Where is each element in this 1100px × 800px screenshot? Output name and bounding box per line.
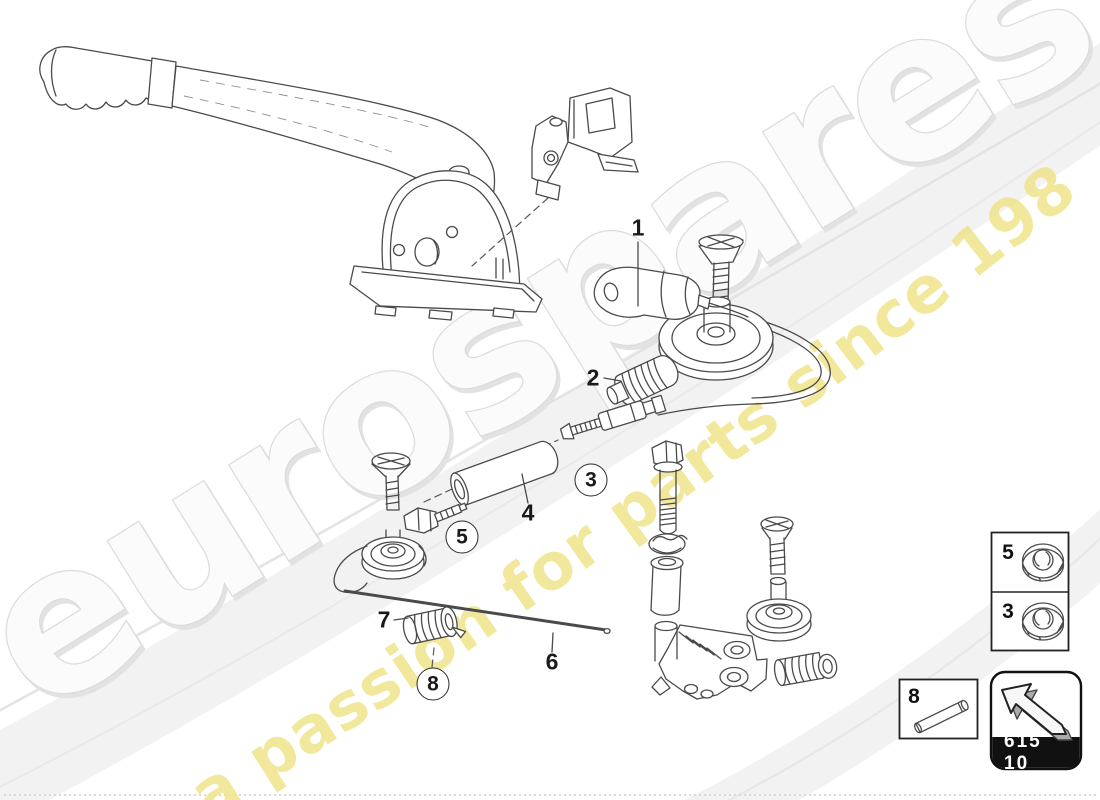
legend-nut-box[interactable] <box>990 531 1070 652</box>
legend-label-8[interactable]: 8 <box>908 685 920 708</box>
relay-lever-assembly-drawing <box>648 440 838 700</box>
adjuster-screw-assembly-drawing <box>361 452 468 580</box>
trunnion-drawing <box>393 606 467 668</box>
pin-icon <box>914 699 969 734</box>
handbrake-lever-drawing <box>39 46 543 321</box>
part-callout-8[interactable]: 8 <box>416 667 450 701</box>
leader-4 <box>521 473 529 504</box>
part-callout-4[interactable]: 4 <box>521 499 535 526</box>
leader-6 <box>551 632 554 653</box>
section-nav-tile[interactable] <box>989 670 1083 771</box>
flange-nut-icon <box>1021 543 1065 582</box>
part-callout-6[interactable]: 6 <box>545 648 559 675</box>
part-callout-1[interactable]: 1 <box>631 214 645 241</box>
leader-2 <box>603 377 622 382</box>
leader-7 <box>393 617 409 621</box>
section-nav-code[interactable]: 615 10 <box>1004 731 1042 774</box>
leader-8-dashed <box>431 647 435 668</box>
cable-sleeve-drawing <box>450 440 559 507</box>
assembly-guide-line <box>471 197 549 267</box>
handbrake-rod-drawing <box>333 545 611 653</box>
part-callout-5[interactable]: 5 <box>445 520 479 554</box>
flange-nut-icon <box>1021 602 1065 641</box>
cable-end-assembly-drawing <box>559 234 831 440</box>
part-callout-7[interactable]: 7 <box>377 606 391 633</box>
legend-pin-box[interactable] <box>898 678 979 740</box>
section-nav-arrow-icon <box>1001 683 1073 741</box>
watermark-brand: eurospares <box>0 0 1100 759</box>
part-callout-3[interactable]: 3 <box>574 463 608 497</box>
legend-label-3[interactable]: 3 <box>1002 600 1014 623</box>
mounting-bracket-drawing <box>471 87 639 267</box>
legend-label-5[interactable]: 5 <box>1002 541 1014 564</box>
part-callout-2[interactable]: 2 <box>586 364 600 391</box>
